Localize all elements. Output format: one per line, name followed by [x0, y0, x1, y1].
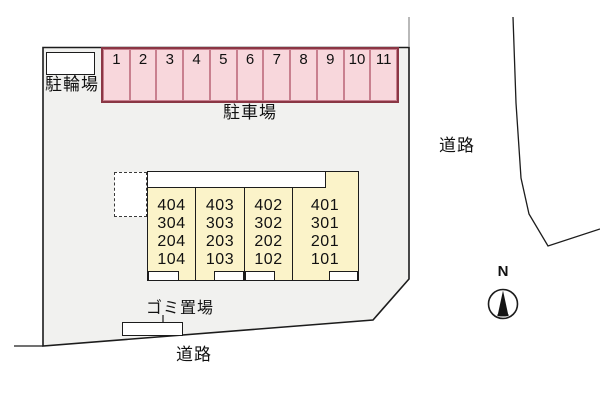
entrance-notch — [245, 271, 275, 280]
bicycle-parking-box — [46, 52, 95, 75]
apartment-building: 404 304 204 104 403 303 203 103 402 302 … — [147, 171, 359, 281]
parking-lot-label: 駐車場 — [223, 103, 277, 122]
unit-divider — [195, 188, 197, 280]
entrance-notch — [148, 271, 179, 280]
unit-number: 304 — [157, 215, 186, 232]
bicycle-parking-label: 駐輪場 — [45, 75, 99, 94]
parking-space: 4 — [183, 49, 210, 101]
compass-north-label: N — [497, 263, 509, 280]
parking-space: 5 — [209, 49, 237, 101]
unit-divider — [244, 188, 246, 280]
entrance-notch — [214, 271, 244, 280]
unit-column-03: 403 303 203 103 — [196, 197, 244, 269]
parking-space: 11 — [370, 49, 398, 101]
garbage-box — [122, 322, 183, 336]
road-edge-right — [512, 16, 600, 247]
parking-strip: 1 2 3 4 5 6 7 8 9 10 11 — [101, 47, 399, 103]
road-label-bottom: 道路 — [176, 345, 212, 364]
compass — [487, 288, 519, 320]
unit-number: 203 — [205, 233, 235, 250]
unit-number: 102 — [254, 251, 283, 268]
unit-number: 101 — [310, 251, 340, 268]
unit-number: 201 — [310, 233, 340, 250]
parking-space: 9 — [316, 49, 344, 101]
building-corridor — [148, 172, 326, 188]
parking-space: 10 — [343, 49, 371, 101]
garbage-area-label: ゴミ置場 — [146, 300, 215, 317]
building-annex-dashed-box — [114, 172, 147, 217]
unit-number: 301 — [310, 215, 340, 232]
unit-column-02: 402 302 202 102 — [245, 197, 292, 269]
unit-column-04: 404 304 204 104 — [148, 197, 195, 269]
entrance-notch — [329, 271, 358, 280]
unit-number: 303 — [205, 215, 235, 232]
unit-number: 302 — [254, 215, 283, 232]
unit-divider — [292, 188, 294, 280]
unit-number: 402 — [254, 197, 283, 214]
unit-column-01: 401 301 201 101 — [293, 197, 357, 269]
compass-needle — [497, 290, 509, 316]
road-label-right: 道路 — [439, 136, 475, 155]
unit-number: 103 — [205, 251, 235, 268]
unit-number: 202 — [254, 233, 283, 250]
unit-number: 104 — [157, 251, 186, 268]
parking-space: 7 — [263, 49, 291, 101]
unit-number: 204 — [157, 233, 186, 250]
parking-space: 2 — [129, 49, 157, 101]
unit-number: 401 — [310, 197, 340, 214]
parking-space: 8 — [290, 49, 317, 101]
unit-number: 404 — [157, 197, 186, 214]
parking-space: 6 — [236, 49, 264, 101]
unit-number: 403 — [205, 197, 235, 214]
parking-space: 1 — [103, 49, 130, 101]
parking-space: 3 — [156, 49, 184, 101]
